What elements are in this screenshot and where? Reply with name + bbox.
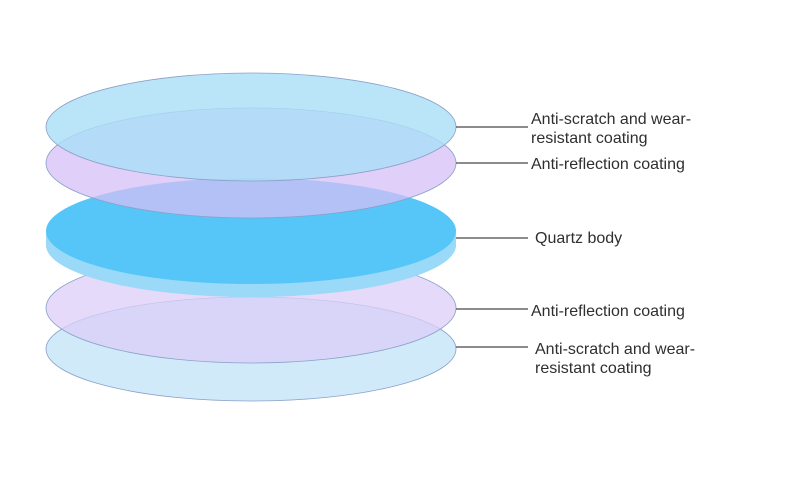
label-top-scratch-line2: resistant coating (531, 130, 648, 147)
label-top-scratch-line1: Anti-scratch and wear- (531, 111, 691, 128)
label-top-reflection: Anti-reflection coating (531, 156, 685, 173)
layer-top-scratch (45, 72, 457, 182)
label-bottom-reflection: Anti-reflection coating (531, 303, 685, 320)
label-top-scratch: Anti-scratch and wear- resistant coating (531, 111, 696, 147)
label-bottom-scratch-line2: resistant coating (535, 360, 652, 377)
label-bottom-scratch: Anti-scratch and wear- resistant coating (535, 341, 700, 377)
label-quartz-body: Quartz body (535, 230, 622, 247)
label-bottom-scratch-line1: Anti-scratch and wear- (535, 341, 695, 358)
